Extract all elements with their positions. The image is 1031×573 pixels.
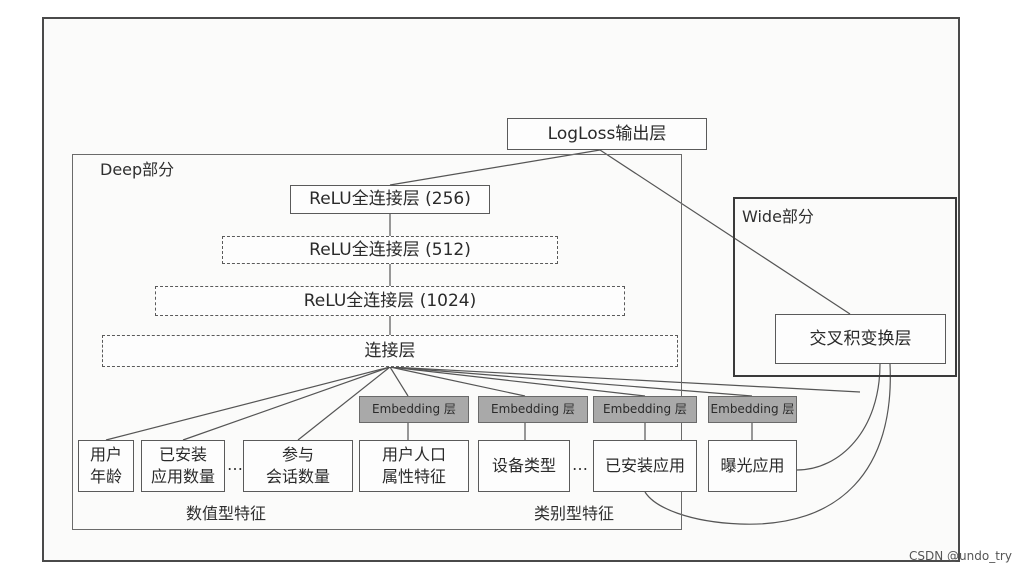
- embedding-layer-1: Embedding 层: [359, 396, 469, 423]
- wide-part-label: Wide部分: [742, 207, 814, 226]
- relu-1024-layer: ReLU全连接层 (1024): [155, 286, 625, 316]
- categorical-ellipsis: …: [572, 455, 589, 474]
- logloss-output-layer: LogLoss输出层: [507, 118, 707, 150]
- edge-output-to-relu256: [389, 149, 601, 186]
- embedding-layer-3: Embedding 层: [593, 396, 697, 423]
- relu-512-layer: ReLU全连接层 (512): [222, 236, 558, 264]
- edge-concat-emb3: [389, 366, 646, 397]
- feature-installed-app-count: 已安装 应用数量: [141, 440, 225, 492]
- edge-concat-emb2: [389, 366, 526, 397]
- feature-session-count: 参与 会话数量: [243, 440, 353, 492]
- edge-concat-to-wide: [389, 366, 861, 393]
- deep-part-group: [72, 154, 682, 530]
- feature-user-age: 用户 年龄: [78, 440, 134, 492]
- numeric-features-caption: 数值型特征: [186, 504, 267, 523]
- feature-device-type: 设备类型: [478, 440, 570, 492]
- wide-part-group: [733, 197, 957, 377]
- embedding-layer-2: Embedding 层: [478, 396, 588, 423]
- edge-cross-to-exposed-apps: [796, 363, 881, 471]
- feature-user-demographics: 用户人口 属性特征: [359, 440, 469, 492]
- edge-concat-sessions: [297, 366, 391, 441]
- deep-part-label: Deep部分: [100, 160, 175, 179]
- edge-concat-emb4: [389, 366, 753, 397]
- edge-concat-apps-count: [182, 366, 391, 441]
- categorical-features-caption: 类别型特征: [534, 504, 615, 523]
- concat-layer: 连接层: [102, 335, 678, 367]
- cross-product-layer: 交叉积变换层: [775, 314, 946, 364]
- numeric-ellipsis: …: [227, 455, 244, 474]
- watermark: CSDN @undo_try: [909, 549, 1012, 563]
- feature-exposed-apps: 曝光应用: [708, 440, 797, 492]
- edge-concat-age: [105, 366, 391, 441]
- edge-concat-emb1: [389, 366, 409, 397]
- embedding-layer-4: Embedding 层: [708, 396, 797, 423]
- feature-installed-apps: 已安装应用: [593, 440, 697, 492]
- edge-output-to-cross: [599, 149, 851, 315]
- edge-cross-to-installed-apps: [644, 363, 891, 525]
- relu-256-layer: ReLU全连接层 (256): [290, 185, 490, 214]
